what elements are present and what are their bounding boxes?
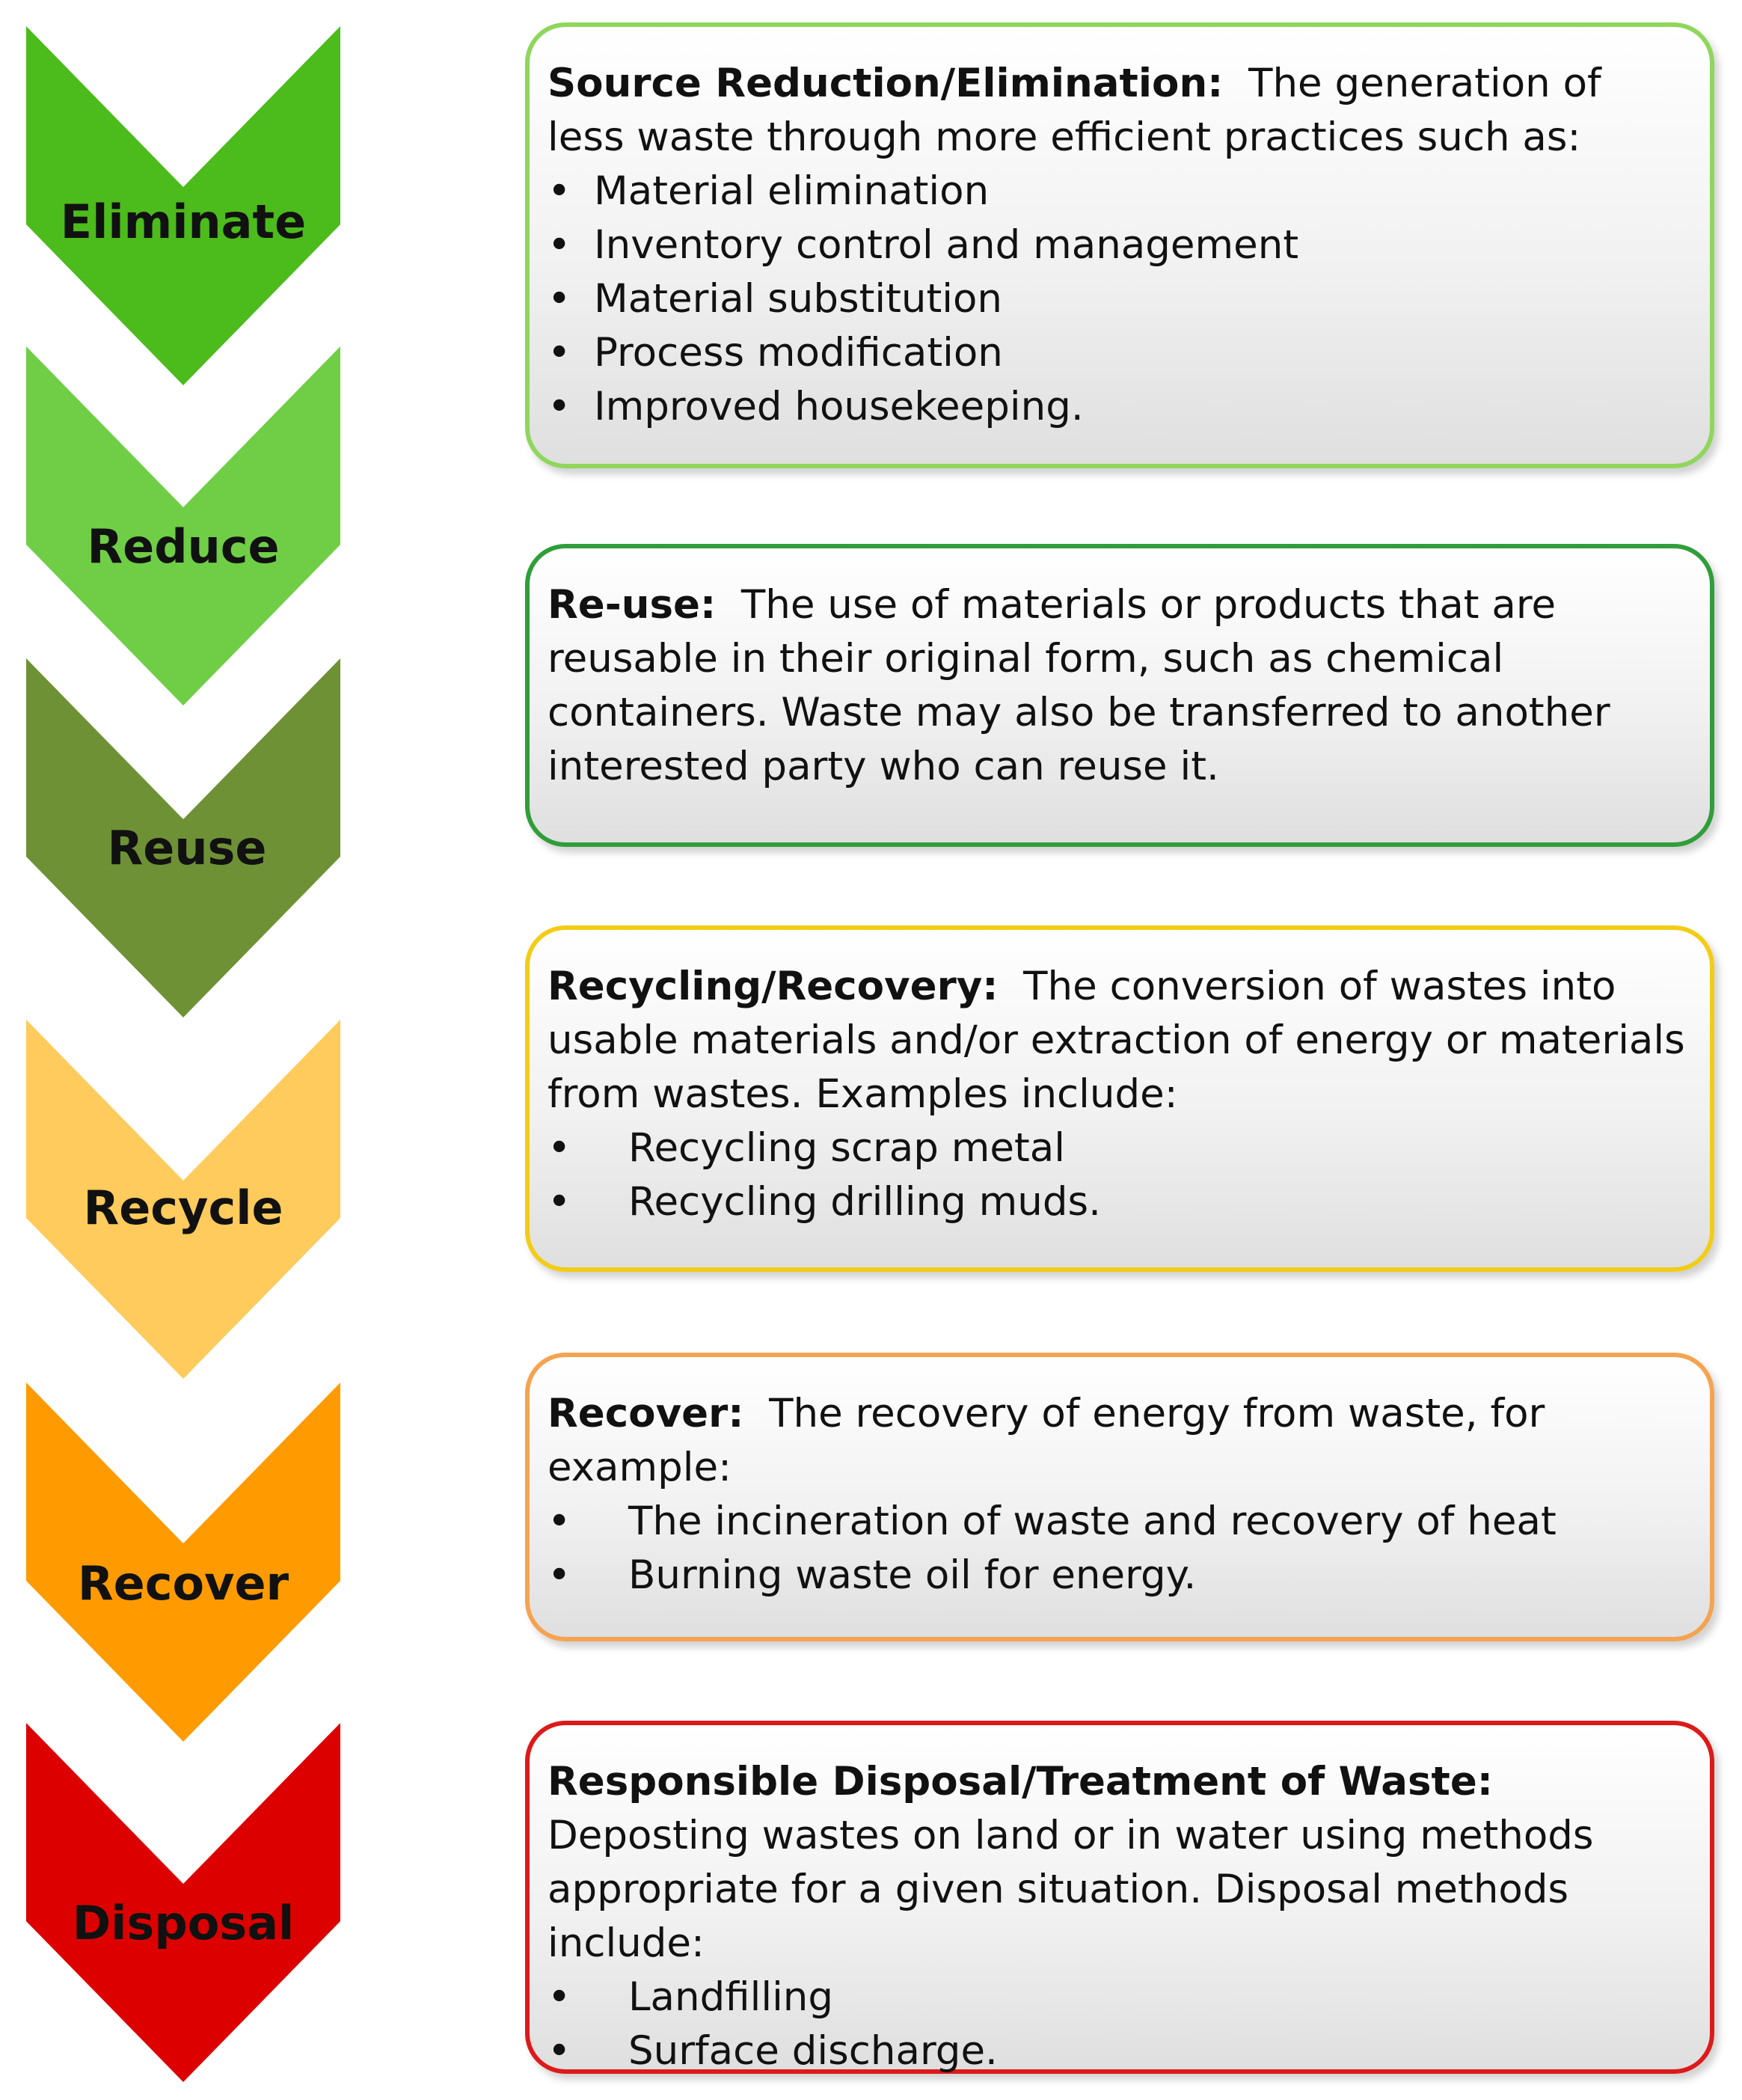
chevron-recover-label: Recover — [78, 1556, 289, 1611]
chevron-recover: Recover — [26, 1383, 340, 1742]
list-item: Surface discharge. — [548, 2024, 1687, 2078]
box-recycling-recovery-text: The conversion of wastes into usable mat… — [548, 964, 1685, 1117]
box-recycling-recovery-heading: Recycling/Recovery: — [548, 964, 999, 1009]
chevron-eliminate: Eliminate — [26, 26, 340, 385]
box-reuse: Re-use: The use of materials or products… — [525, 544, 1714, 847]
box-source-reduction-description: Source Reduction/Elimination: The genera… — [548, 57, 1687, 165]
list-item: Recycling drilling muds. — [548, 1175, 1687, 1229]
chevron-stack: Eliminate Reduce Reuse Recycle Recover D… — [26, 26, 340, 2082]
box-recover-list: The incineration of waste and recovery o… — [548, 1495, 1687, 1602]
box-source-reduction-list: Material elimination Inventory control a… — [548, 165, 1687, 434]
list-item: The incineration of waste and recovery o… — [548, 1495, 1687, 1549]
box-disposal: Responsible Disposal/Treatment of Waste:… — [525, 1721, 1714, 2078]
list-item: Recycling scrap metal — [548, 1121, 1687, 1175]
box-recycling-recovery-description: Recycling/Recovery: The conversion of wa… — [548, 960, 1687, 1121]
box-disposal-text: Deposting wastes on land or in water usi… — [548, 1813, 1594, 1966]
chevron-disposal: Disposal — [26, 1723, 340, 2082]
box-recover-text: The recovery of energy from waste, for e… — [548, 1391, 1545, 1490]
box-source-reduction-heading: Source Reduction/Elimination: — [548, 61, 1224, 106]
box-recycling-recovery: Recycling/Recovery: The conversion of wa… — [525, 925, 1714, 1272]
list-item: Material substitution — [548, 272, 1687, 326]
box-source-reduction-text: The generation of less waste through mor… — [548, 61, 1601, 160]
box-reuse-description: Re-use: The use of materials or products… — [548, 578, 1687, 794]
box-disposal-heading: Responsible Disposal/Treatment of Waste: — [548, 1759, 1493, 1804]
chevron-reuse-label: Reuse — [108, 821, 267, 875]
list-item: Landfilling — [548, 1971, 1687, 2024]
chevron-reduce-shape — [26, 346, 340, 705]
chevron-recover-shape — [26, 1383, 340, 1742]
list-item: Burning waste oil for energy. — [548, 1549, 1687, 1602]
chevron-reduce: Reduce — [26, 346, 340, 705]
list-item: Improved housekeeping. — [548, 380, 1687, 434]
box-disposal-description: Responsible Disposal/Treatment of Waste:… — [548, 1755, 1687, 1971]
chevron-recycle: Recycle — [26, 1020, 340, 1379]
chevron-eliminate-label: Eliminate — [61, 195, 306, 249]
list-item: Inventory control and management — [548, 218, 1687, 272]
list-item: Material elimination — [548, 165, 1687, 218]
chevron-disposal-shape — [26, 1723, 340, 2082]
chevron-disposal-label: Disposal — [73, 1896, 295, 1950]
box-source-reduction: Source Reduction/Elimination: The genera… — [525, 22, 1714, 468]
chevron-reuse-shape — [26, 658, 340, 1017]
box-recover-description: Recover: The recovery of energy from was… — [548, 1387, 1687, 1495]
box-disposal-list: Landfilling Surface discharge. — [548, 1971, 1687, 2078]
chevron-reduce-label: Reduce — [87, 519, 279, 574]
list-item: Process modification — [548, 326, 1687, 380]
chevron-reuse: Reuse — [26, 658, 340, 1017]
box-recover-heading: Recover: — [548, 1391, 744, 1436]
box-recycling-recovery-list: Recycling scrap metal Recycling drilling… — [548, 1121, 1687, 1229]
box-recover: Recover: The recovery of energy from was… — [525, 1353, 1714, 1641]
box-reuse-heading: Re-use: — [548, 582, 717, 628]
box-reuse-text: The use of materials or products that ar… — [548, 582, 1610, 789]
chevron-eliminate-shape — [26, 26, 340, 385]
chevron-recycle-label: Recycle — [83, 1181, 283, 1235]
chevron-recycle-shape — [26, 1020, 340, 1379]
